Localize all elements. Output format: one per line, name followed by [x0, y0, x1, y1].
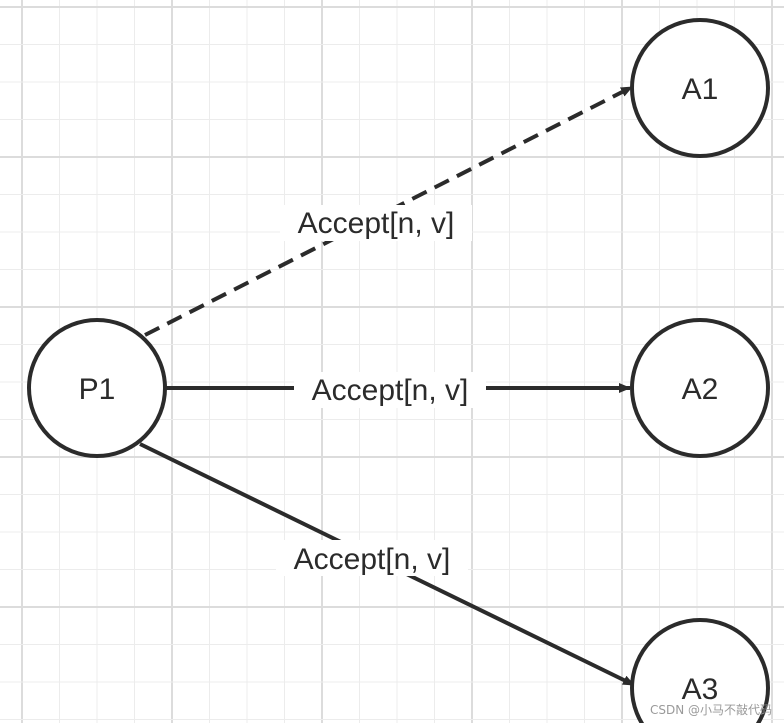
node-circle-a1	[630, 18, 770, 158]
node-circle-a3	[630, 618, 770, 723]
edge-label-p1-a1: Accept[n, v]	[298, 207, 455, 240]
edge-label-p1-a3: Accept[n, v]	[294, 543, 451, 576]
node-label-a2: A2	[682, 373, 719, 406]
node-label-a3: A3	[682, 673, 719, 706]
edge-p1-a3: Accept[n, v]	[139, 442, 635, 687]
edge-label-bg-p1-a1	[280, 205, 472, 241]
watermark: CSDN @小马不敲代码	[649, 703, 772, 717]
node-a2: A2	[630, 318, 770, 458]
node-label-a1: A1	[682, 73, 719, 106]
edge-label-p1-a2: Accept[n, v]	[312, 374, 469, 407]
edge-line-p1-a1	[144, 85, 633, 337]
node-circle-p1	[27, 318, 167, 458]
node-label-p1: P1	[79, 373, 116, 406]
node-p1: P1	[27, 318, 167, 458]
edge-label-bg-p1-a2	[294, 372, 486, 408]
edge-p1-a1: Accept[n, v]	[144, 85, 633, 337]
node-a1: A1	[630, 18, 770, 158]
edge-p1-a2: Accept[n, v]	[166, 372, 631, 408]
node-a3: A3	[630, 618, 770, 723]
node-circle-a2	[630, 318, 770, 458]
edge-label-bg-p1-a3	[276, 540, 468, 576]
